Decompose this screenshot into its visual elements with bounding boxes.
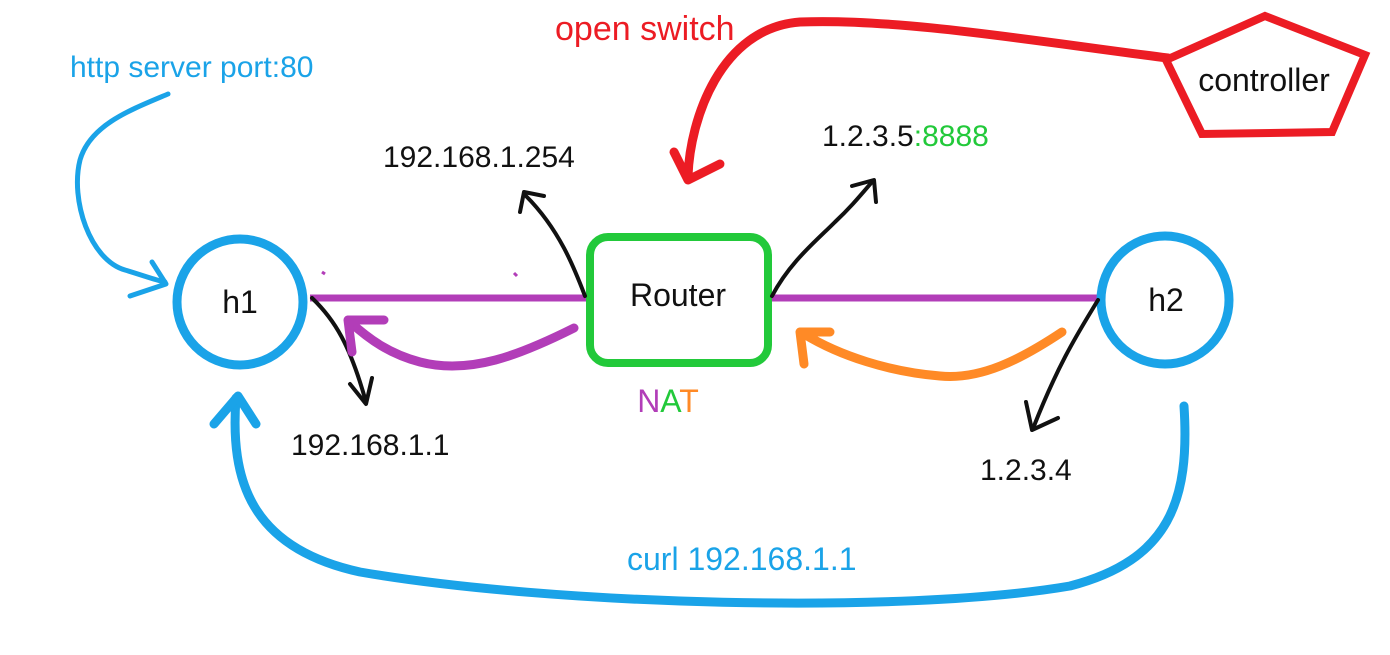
nat-letter-n: N [637,383,660,419]
stray-mark-left [321,270,326,276]
router-node: Router [586,233,772,367]
nat-translate-arrow [795,327,1067,382]
h1-ip-label: 192.168.1.1 [291,429,449,462]
router-lan-arrow [518,190,587,298]
http-server-arrow [74,91,171,299]
router-wan-arrow [770,178,878,298]
nat-letter-t: T [679,383,699,419]
router-lan-ip-label: 192.168.1.254 [383,141,575,174]
openflow-arrow [669,17,1173,185]
curl-label: curl 192.168.1.1 [627,541,857,577]
http-server-label: http server port:80 [70,51,313,84]
host-h1-circle [172,234,308,370]
nat-forward-arrow [343,315,579,371]
router-wan-port: :8888 [914,120,989,153]
h2-ip-arrow [1024,298,1100,432]
stray-mark-right [512,271,519,278]
nat-label: NAT [637,383,699,419]
controller-node: controller [1160,11,1371,139]
router-label: Router [630,277,726,313]
host-h1-label: h1 [222,284,258,320]
host-h2: h2 [1096,231,1234,369]
h1-ip-arrow [310,296,374,406]
router-box [586,233,772,367]
host-h1: h1 [172,234,308,370]
router-wan-address-label: 1.2.3.5:8888 [822,120,989,153]
h2-ip-label: 1.2.3.4 [980,454,1072,487]
curl-arrow [209,391,1190,608]
host-h2-circle [1096,231,1234,369]
controller-pentagon [1160,11,1371,139]
router-wan-ip: 1.2.3.5 [822,120,914,153]
open-switch-label: open switch [555,10,735,48]
controller-label: controller [1198,62,1330,98]
host-h2-label: h2 [1148,282,1184,318]
nat-letter-a: A [660,383,682,419]
